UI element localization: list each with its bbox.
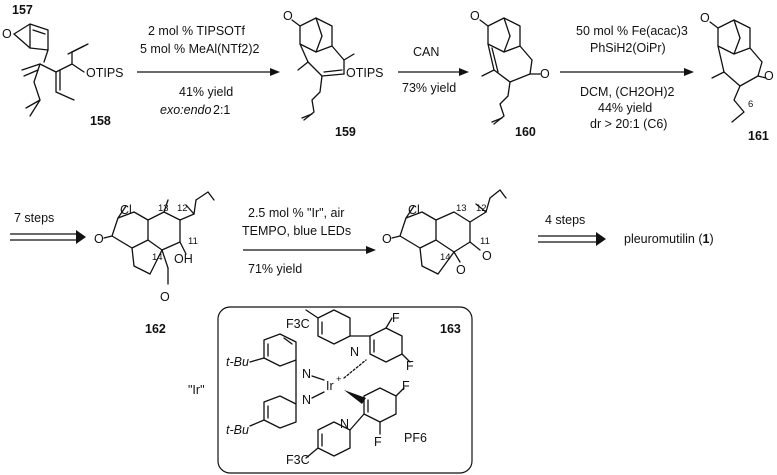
atom-O-163-bottom: O [456, 263, 466, 277]
compound-163-structure [391, 189, 507, 275]
step1-reagent-1: 2 mol % TIPSOTf [148, 24, 246, 38]
atom-F-top-2: F [406, 359, 414, 373]
compound-label-158: 158 [90, 114, 111, 128]
atom-O-161-right: O [764, 69, 774, 83]
compound-label-161: 161 [748, 129, 769, 143]
atom-number-11-162: 11 [188, 236, 198, 247]
counterion-PF6: PF6 [404, 431, 427, 445]
atom-number-14-163: 14 [440, 252, 451, 263]
atom-O-162: O [94, 232, 104, 246]
atom-F-bottom-1: F [402, 379, 410, 393]
atom-OTIPS-159: OTIPS [346, 66, 384, 80]
atom-number-13-162: 13 [158, 203, 169, 214]
compound-158-structure [21, 43, 89, 117]
atom-F-bottom-2: F [374, 435, 382, 449]
compound-161-structure [709, 19, 767, 123]
atom-Cl-163: Cl [408, 203, 420, 217]
step1-reagent-2: 5 mol % MeAl(NTf2)2 [140, 42, 260, 56]
atom-Ir-center: Ir [326, 379, 334, 393]
catalyst-box [217, 306, 473, 474]
step5-reagent-2: TEMPO, blue LEDs [242, 224, 351, 238]
atom-OTIPS-158: OTIPS [86, 66, 124, 80]
arrow-step4 [10, 230, 86, 244]
compound-162-structure [103, 191, 215, 285]
step3-reagent-1: 50 mol % Fe(acac)3 [576, 24, 688, 38]
compound-160-structure [479, 17, 541, 125]
atom-number-14-162: 14 [152, 252, 163, 263]
atom-F-top-1: F [392, 311, 400, 325]
atom-O-159: O [283, 9, 293, 23]
atom-OH-162: OH [174, 252, 193, 266]
step2-reagent: CAN [413, 45, 439, 59]
compound-label-159: 159 [335, 125, 356, 139]
step3-dr: dr > 20:1 (C6) [590, 117, 667, 131]
compound-label-162: 162 [145, 322, 166, 336]
atom-N-bpy-bottom: N [302, 393, 311, 407]
atom-O-163-right: O [482, 249, 492, 263]
compound-label-163: 163 [440, 322, 461, 336]
arrow-step3 [560, 68, 694, 76]
atom-F3C-bottom: F3C [286, 453, 310, 467]
atom-F3C-top: F3C [286, 317, 310, 331]
atom-number-13-163: 13 [456, 203, 467, 214]
atom-O-163-left: O [382, 232, 392, 246]
step1-ratio-label: exo:endo [160, 103, 211, 117]
atom-N-ppy-top: N [350, 345, 359, 359]
arrow-step6 [538, 232, 606, 246]
step3-yield: 44% yield [598, 101, 652, 115]
atom-N-ppy-bottom: N [340, 417, 349, 431]
ir-charge: + [336, 374, 342, 385]
step1-yield: 41% yield [179, 85, 233, 99]
step5-yield: 71% yield [248, 262, 302, 276]
step3-solvent: DCM, (CH2OH)2 [580, 85, 674, 99]
arrow-step5 [243, 246, 376, 254]
compound-159-structure [291, 17, 355, 121]
step2-yield: 73% yield [402, 81, 456, 95]
atom-number-6: 6 [748, 99, 753, 110]
catalyst-label: "Ir" [188, 383, 205, 397]
step5-reagent-1: 2.5 mol % "Ir", air [248, 206, 344, 220]
step1-ratio: 2:1 [213, 103, 230, 117]
atom-number-12-163: 12 [476, 203, 487, 214]
atom-O-160-right: O [540, 67, 550, 81]
step4-label: 7 steps [14, 211, 54, 225]
compound-label-160: 160 [515, 125, 536, 139]
atom-O-161-top: O [700, 11, 710, 25]
atom-O-162-acid: O [160, 290, 170, 304]
atom-O-160-top: O [470, 9, 480, 23]
step6-label: 4 steps [545, 213, 585, 227]
atom-tBu-top: t-Bu [226, 355, 249, 369]
atom-tBu-bottom: t-Bu [226, 423, 249, 437]
step3-reagent-2: PhSiH2(OiPr) [590, 41, 666, 55]
atom-number-11-163: 11 [480, 236, 490, 247]
atom-number-12-162: 12 [177, 203, 188, 214]
compound-157-structure [13, 23, 49, 63]
product-name: pleuromutilin (1) [624, 232, 714, 246]
ir-complex-structure [249, 309, 411, 459]
arrow-step1 [137, 68, 280, 76]
arrow-step2 [398, 68, 469, 76]
atom-Cl-162: Cl [120, 203, 132, 217]
atom-O-157: O [2, 27, 12, 41]
atom-N-bpy-top: N [302, 367, 311, 381]
compound-label-157: 157 [12, 3, 33, 17]
